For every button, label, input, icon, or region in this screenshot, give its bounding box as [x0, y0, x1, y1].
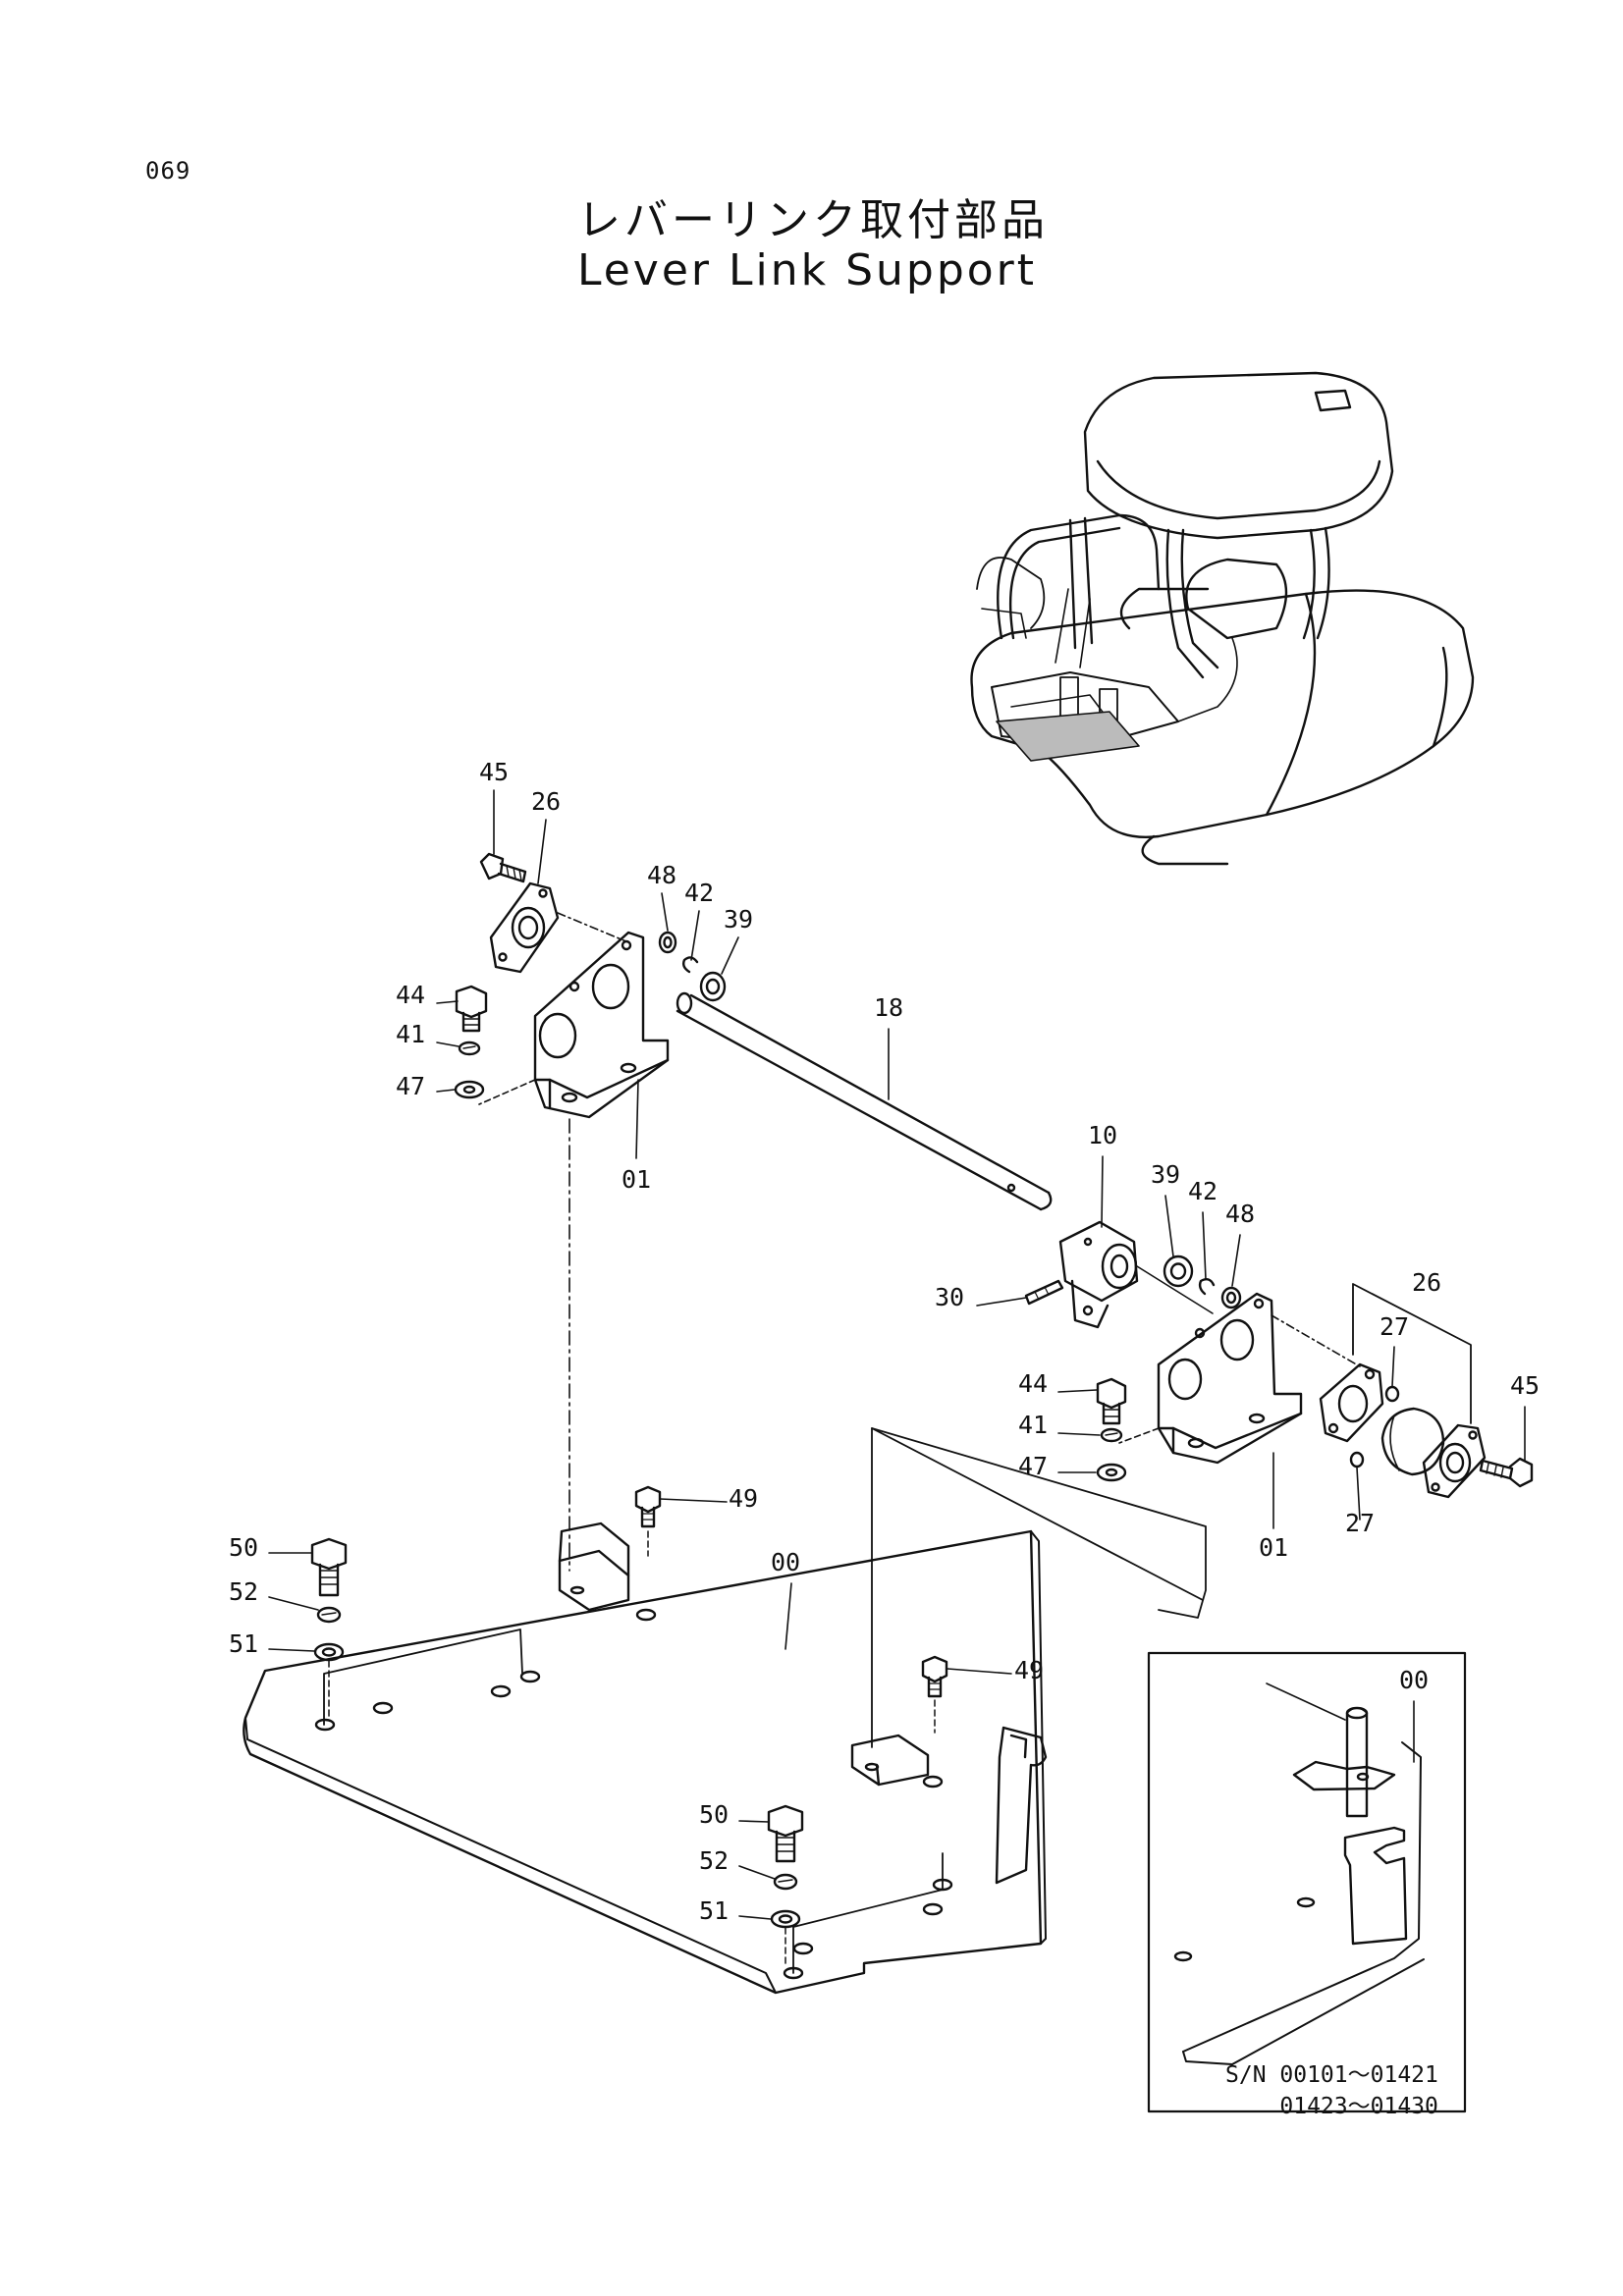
- callout-47: 47: [396, 1072, 425, 1100]
- callout-42: 42: [1188, 1177, 1217, 1205]
- callout-49: 49: [729, 1484, 758, 1513]
- callout-39: 39: [1151, 1160, 1180, 1189]
- washer-51-left: [313, 1642, 345, 1717]
- callout-51: 51: [229, 1629, 258, 1658]
- lock-washer-52-left: [316, 1606, 342, 1624]
- lock-washer-41-left: [458, 1041, 481, 1056]
- collar-39-left: [699, 971, 727, 1002]
- bushing-ball: [1380, 1407, 1445, 1476]
- serial-range-2: 01423～01430: [1279, 2094, 1438, 2119]
- callout-50: 50: [699, 1800, 729, 1829]
- callout-45: 45: [479, 758, 509, 786]
- lock-washer-41-right: [1100, 1427, 1123, 1443]
- left-bracket-01: [478, 931, 670, 1572]
- callout-01: 01: [622, 1165, 651, 1194]
- title-japanese: レバーリンク取付部品: [577, 195, 1049, 245]
- callout-30: 30: [935, 1283, 964, 1311]
- flange-bearing-26-left: [489, 881, 629, 974]
- washer-27-small: [1349, 1385, 1400, 1468]
- spring-pin-30: [1024, 1279, 1064, 1306]
- gasket-plate-27-right: [1319, 1362, 1384, 1443]
- lock-washer-52-right: [773, 1873, 798, 1891]
- lever-10: [1058, 1220, 1139, 1329]
- callout-01: 01: [1259, 1533, 1288, 1562]
- title-english: Lever Link Support: [577, 245, 1038, 295]
- flange-bearing-26-right: [1422, 1423, 1487, 1499]
- callout-41: 41: [396, 1020, 425, 1048]
- washer-47-left: [454, 1080, 485, 1099]
- callout-52: 52: [699, 1846, 729, 1875]
- callout-00: 00: [1399, 1666, 1429, 1694]
- callout-44: 44: [396, 981, 425, 1009]
- callout-47: 47: [1018, 1452, 1048, 1480]
- washer-47-right: [1096, 1463, 1127, 1482]
- callout-26: 26: [1412, 1268, 1441, 1297]
- callout-45: 45: [1510, 1371, 1540, 1400]
- callout-48: 48: [647, 861, 676, 889]
- shaft-18: [676, 991, 1053, 1211]
- washer-48-right: [1220, 1286, 1242, 1309]
- bolt-44-right: [1096, 1377, 1127, 1425]
- bolt-49-right: [921, 1655, 948, 1734]
- bolt-44-left: [455, 985, 488, 1033]
- alignment-line-right: [871, 1427, 1207, 1748]
- bolt-45-left: [479, 852, 527, 883]
- right-bracket-01: [1118, 1292, 1361, 1465]
- collar-39-right: [1163, 1255, 1194, 1288]
- callout-00: 00: [771, 1548, 800, 1576]
- page-number: 069: [145, 157, 191, 185]
- bolt-50-right: [767, 1804, 804, 1863]
- callout-labels: 4526484239444147011810394248302627454441…: [229, 758, 1540, 1925]
- callout-18: 18: [874, 993, 903, 1022]
- inset-detail-box: [1147, 1651, 1467, 2113]
- snap-ring-42-left: [681, 956, 699, 974]
- alignment-line-diagonal: [871, 1427, 1204, 1601]
- leader-lines: [268, 789, 1526, 1920]
- serial-range-1: S/N 00101～01421: [1225, 2062, 1438, 2088]
- leader-group-26-right: [1352, 1283, 1472, 1424]
- snap-ring-42-right: [1198, 1278, 1216, 1296]
- callout-27: 27: [1345, 1509, 1375, 1537]
- callout-51: 51: [699, 1896, 729, 1925]
- callout-52: 52: [229, 1577, 258, 1606]
- bolt-45-right: [1479, 1457, 1534, 1488]
- shaft-axis-line: [1136, 1265, 1214, 1314]
- callout-42: 42: [684, 879, 714, 907]
- callout-49: 49: [1014, 1656, 1044, 1684]
- callout-10: 10: [1088, 1121, 1117, 1149]
- callout-48: 48: [1225, 1200, 1255, 1228]
- callout-39: 39: [724, 905, 753, 934]
- bolt-50-left: [310, 1537, 348, 1597]
- serial-number-note: S/N 00101～01421 01423～01430: [1225, 2059, 1438, 2122]
- washer-51-right: [770, 1909, 801, 1964]
- excavator-overview-illustration: [970, 371, 1475, 866]
- bolt-49-left: [634, 1485, 662, 1557]
- callout-27: 27: [1380, 1312, 1409, 1341]
- callout-50: 50: [229, 1533, 258, 1562]
- callout-41: 41: [1018, 1411, 1048, 1439]
- washer-48-left: [658, 931, 677, 954]
- callout-26: 26: [531, 787, 561, 816]
- callout-44: 44: [1018, 1369, 1048, 1398]
- base-plate-00: [243, 1522, 1048, 1995]
